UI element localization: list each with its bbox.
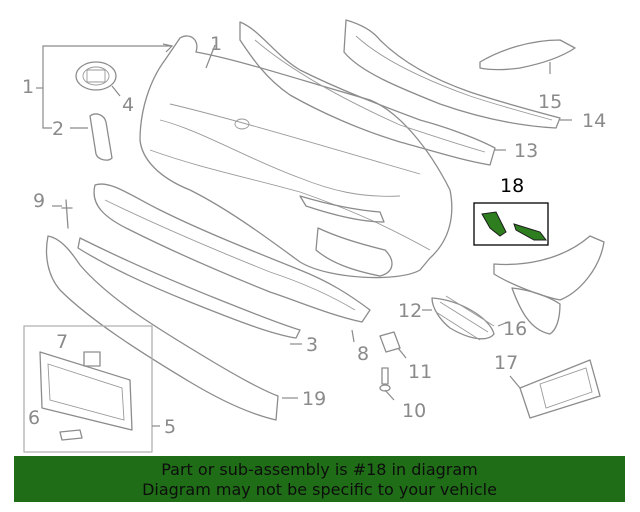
callout-8: 8 — [357, 343, 369, 365]
callout-7: 7 — [56, 331, 68, 353]
mount-bracket-17 — [509, 359, 601, 419]
clip-part — [379, 331, 407, 359]
callout-18: 18 — [500, 175, 524, 197]
callout-10: 10 — [402, 400, 426, 422]
callout-11: 11 — [408, 361, 432, 383]
callout-1-top: 1 — [210, 33, 222, 55]
callout-2: 2 — [52, 118, 64, 140]
callout-12: 12 — [398, 300, 422, 322]
callout-16: 16 — [503, 318, 527, 340]
callout-5: 5 — [164, 416, 176, 438]
bumper-cover-part — [139, 35, 453, 279]
bolt-part — [379, 367, 395, 401]
callout-15: 15 — [538, 91, 562, 113]
highlighted-part-18 — [473, 202, 549, 246]
trim-strip-part — [77, 237, 302, 345]
banner-line-2: Diagram may not be specific to your vehi… — [142, 480, 497, 499]
group-bracket-1 — [36, 43, 174, 129]
banner-line-1: Part or sub-assembly is #18 in diagram — [161, 460, 478, 479]
parts-diagram: 1 1 2 3 4 5 6 7 8 9 10 11 12 13 14 15 16… — [22, 19, 606, 453]
lower-grille-part — [93, 183, 371, 343]
side-bracket-16 — [493, 235, 605, 335]
callout-9: 9 — [33, 190, 45, 212]
callout-1-left: 1 — [22, 76, 34, 98]
callout-14: 14 — [582, 110, 606, 132]
cap-part — [70, 113, 113, 161]
callout-19: 19 — [302, 388, 326, 410]
upper-reinforcement-14 — [343, 19, 572, 129]
upper-reinforcement-13 — [239, 21, 506, 166]
callout-13: 13 — [514, 140, 538, 162]
bracket-15 — [479, 39, 576, 74]
disclaimer-banner: Part or sub-assembly is #18 in diagram D… — [14, 456, 625, 502]
callout-6: 6 — [28, 407, 40, 429]
pin-part — [52, 199, 73, 229]
callout-17: 17 — [494, 352, 518, 374]
grille-insert-part — [422, 295, 495, 341]
absorber-part — [45, 235, 298, 421]
license-bracket-box — [23, 325, 160, 453]
callout-4: 4 — [122, 94, 134, 116]
emblem-part — [75, 61, 121, 97]
callout-3: 3 — [306, 334, 318, 356]
